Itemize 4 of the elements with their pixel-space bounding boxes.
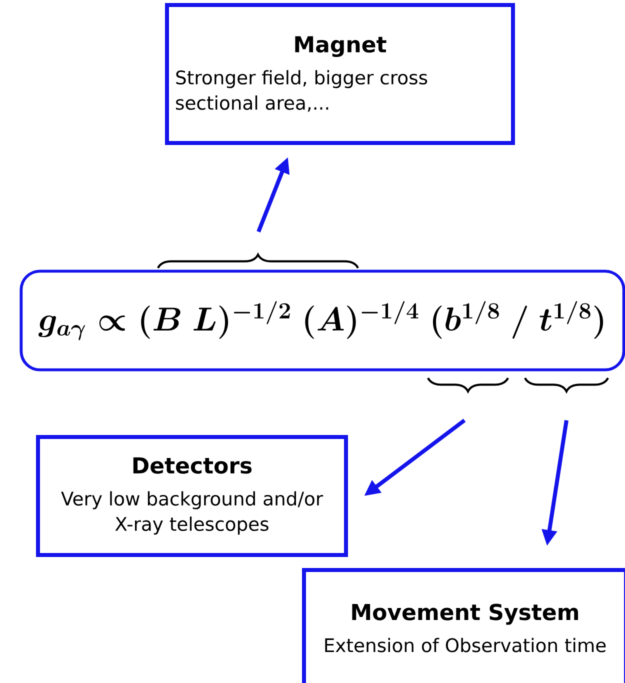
formula-box: $g_{a\gamma} \propto (B~L)^{-1/2}~(A)^{-1/4}~(b^{1/8}~/~t^{1/8})$ <box>20 270 625 372</box>
heading-box: Magnet Stronger field, bigger cross sectional area,... <box>165 3 515 145</box>
heading-box: Movement System Extension of Observation time <box>302 568 625 683</box>
heading-box: Detectors Very low background and/or X-ray telescopes <box>36 435 348 557</box>
